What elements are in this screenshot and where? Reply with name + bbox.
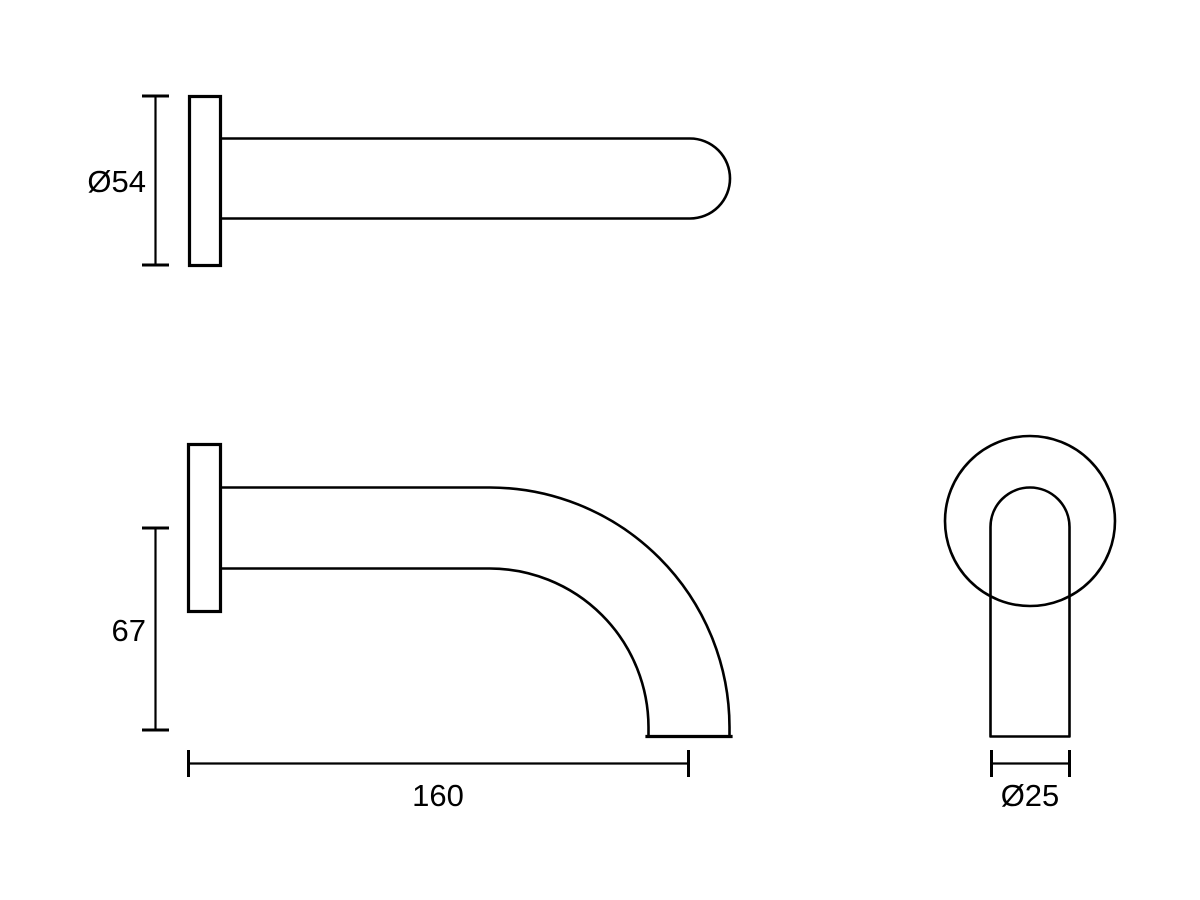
side-view xyxy=(186,442,733,739)
dimension-label-d54: Ø54 xyxy=(87,164,146,199)
dimension-label-67: 67 xyxy=(112,613,146,648)
dimension-height-67: 67 xyxy=(112,526,169,732)
dimension-label-160: 160 xyxy=(412,778,464,813)
dimension-label-d25: Ø25 xyxy=(1001,778,1060,813)
front-view-spout-tube xyxy=(989,486,1071,738)
side-view-flange xyxy=(186,442,223,614)
side-view-inner-profile xyxy=(220,567,650,737)
top-view-flange xyxy=(187,94,223,268)
top-view xyxy=(187,94,732,268)
dimension-diameter-25: Ø25 xyxy=(990,750,1071,813)
side-view-outer-profile xyxy=(220,486,731,737)
front-view-flange-circle xyxy=(943,434,1117,608)
dimension-projection-160: 160 xyxy=(187,750,690,813)
top-view-spout-body xyxy=(220,137,732,220)
front-view xyxy=(943,434,1117,738)
dimension-diameter-54: Ø54 xyxy=(87,94,169,267)
